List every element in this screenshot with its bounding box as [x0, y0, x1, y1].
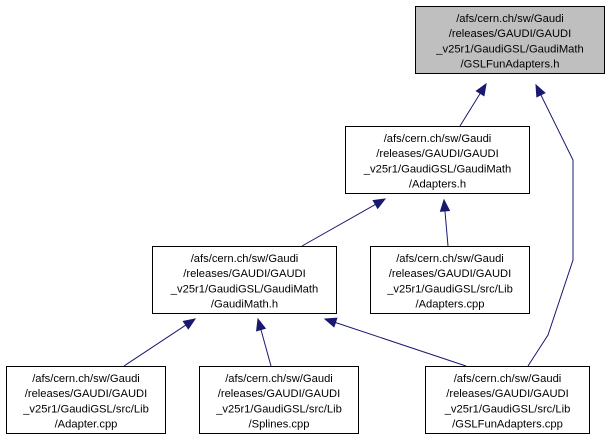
node-splines_cpp[interactable]: /afs/cern.ch/sw/Gaudi/releases/GAUDI/GAU…	[199, 366, 359, 434]
edge-arrowhead	[323, 317, 338, 328]
node-gaudimath_h[interactable]: /afs/cern.ch/sw/Gaudi/releases/GAUDI/GAU…	[152, 246, 337, 314]
edge-line	[123, 324, 187, 367]
node-box	[425, 366, 590, 434]
node-label-line: /releases/GAUDI/GAUDI	[389, 268, 511, 280]
edge-adapters_h-to-gslfunadapters_h	[459, 82, 487, 127]
node-label-line: _v25r1/GaudiGSL/GaudiMath	[363, 163, 511, 175]
edge-arrowhead	[256, 317, 267, 332]
node-adapters_cpp[interactable]: /afs/cern.ch/sw/Gaudi/releases/GAUDI/GAU…	[370, 246, 530, 314]
edge-line	[444, 210, 449, 247]
node-box	[345, 126, 530, 194]
edge-line	[260, 329, 272, 367]
node-label-line: _v25r1/GaudiGSL/GaudiMath	[170, 283, 318, 295]
node-label-line: /Adapter.cpp	[55, 419, 118, 431]
edge-adapters_cpp-to-adapters_h	[439, 198, 451, 247]
node-label-line: /releases/GAUDI/GAUDI	[218, 388, 340, 400]
edge-gslfunadapters_cpp-to-gslfunadapters_h	[527, 83, 574, 367]
root-node-box	[415, 6, 605, 74]
edge-arrowhead	[475, 82, 487, 97]
edge-splines_cpp-to-gaudimath_h	[256, 317, 272, 367]
node-gslfunadapters_cpp[interactable]: /afs/cern.ch/sw/Gaudi/releases/GAUDI/GAU…	[425, 366, 590, 434]
node-gslfunadapters_h: /afs/cern.ch/sw/Gaudi/releases/GAUDI/GAU…	[415, 6, 605, 74]
node-label-line: /afs/cern.ch/sw/Gaudi	[396, 253, 504, 265]
edge-arrowhead	[535, 83, 546, 98]
node-label-line: /GSLFunAdapters.cpp	[452, 419, 563, 431]
node-adapter_cpp[interactable]: /afs/cern.ch/sw/Gaudi/releases/GAUDI/GAU…	[6, 366, 166, 434]
node-label-line: /releases/GAUDI/GAUDI	[376, 148, 498, 160]
node-box	[199, 366, 359, 434]
edge-adapter_cpp-to-gaudimath_h	[123, 318, 197, 367]
node-box	[370, 246, 530, 314]
node-label-line: /afs/cern.ch/sw/Gaudi	[32, 373, 140, 385]
node-label-line: /afs/cern.ch/sw/Gaudi	[225, 373, 333, 385]
node-label-line: /afs/cern.ch/sw/Gaudi	[384, 133, 492, 145]
edge-line	[335, 322, 467, 367]
node-label-line: _v25r1/GaudiGSL/src/Lib	[215, 403, 342, 415]
node-label-line: /afs/cern.ch/sw/Gaudi	[191, 253, 299, 265]
node-label-line: /Adapters.cpp	[415, 299, 484, 311]
node-label-line: /releases/GAUDI/GAUDI	[25, 388, 147, 400]
node-label-line: /Adapters.h	[409, 179, 466, 191]
node-label-line: /afs/cern.ch/sw/Gaudi	[456, 13, 564, 25]
node-label-line: /GaudiMath.h	[211, 299, 278, 311]
nodes-layer: /afs/cern.ch/sw/Gaudi/releases/GAUDI/GAU…	[6, 6, 605, 434]
node-label-line: _v25r1/GaudiGSL/src/Lib	[22, 403, 149, 415]
node-box	[152, 246, 337, 314]
node-label-line: _v25r1/GaudiGSL/src/Lib	[386, 283, 513, 295]
node-label-line: /releases/GAUDI/GAUDI	[183, 268, 305, 280]
node-label-line: /releases/GAUDI/GAUDI	[446, 388, 568, 400]
edge-line	[301, 203, 376, 247]
node-label-line: /GSLFunAdapters.h	[461, 59, 560, 71]
node-adapters_h[interactable]: /afs/cern.ch/sw/Gaudi/releases/GAUDI/GAU…	[345, 126, 530, 194]
edge-arrowhead	[372, 198, 387, 210]
node-label-line: /releases/GAUDI/GAUDI	[449, 28, 571, 40]
edge-line	[527, 94, 574, 367]
edge-line	[459, 93, 481, 127]
node-label-line: /Splines.cpp	[249, 419, 310, 431]
edge-arrowhead	[182, 318, 197, 330]
node-label-line: /afs/cern.ch/sw/Gaudi	[454, 373, 562, 385]
edges-layer	[123, 82, 574, 367]
edge-arrowhead	[439, 198, 451, 212]
edge-gslfunadapters_cpp-to-gaudimath_h	[323, 317, 467, 367]
edge-gaudimath_h-to-adapters_h	[301, 198, 387, 247]
node-label-line: _v25r1/GaudiGSL/src/Lib	[444, 403, 571, 415]
node-box	[6, 366, 166, 434]
node-label-line: _v25r1/GaudiGSL/GaudiMath	[435, 43, 583, 55]
